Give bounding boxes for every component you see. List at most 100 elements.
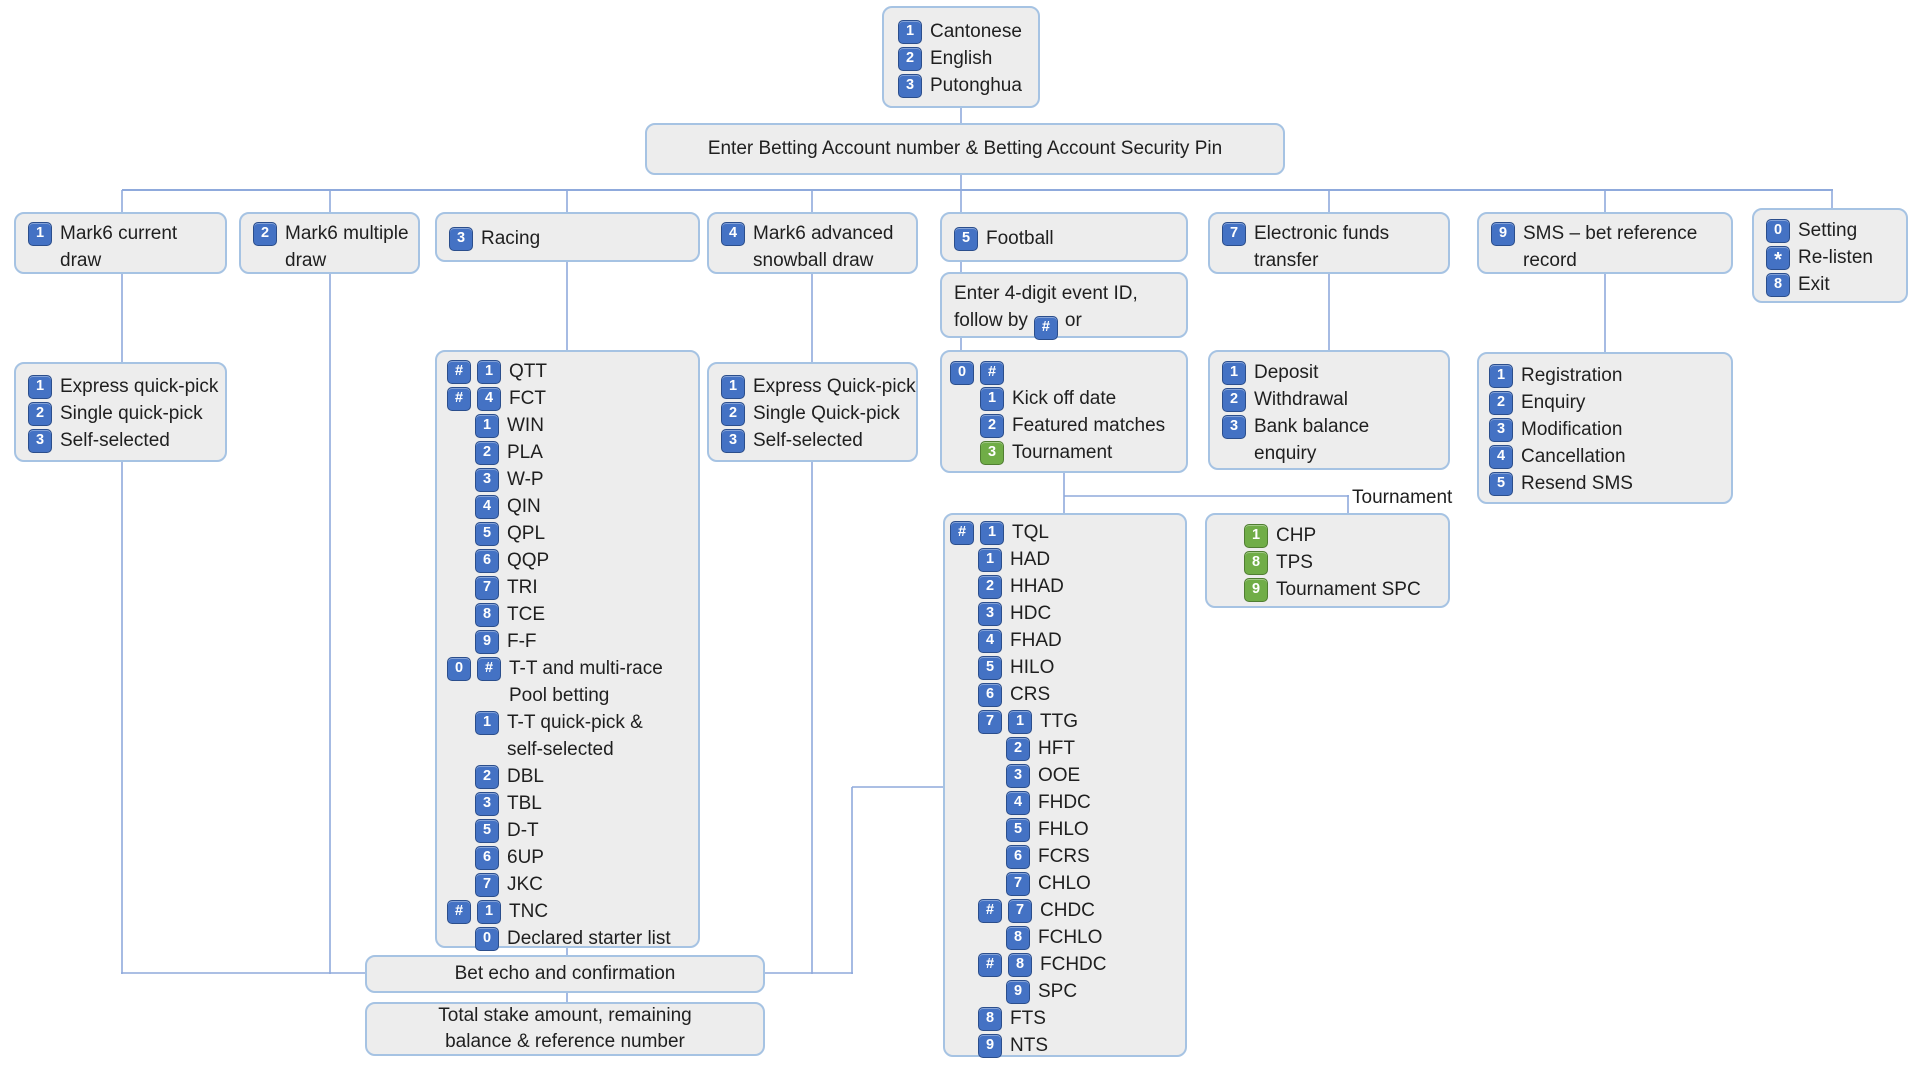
keypad-key-2-icon: 2 [898,47,922,71]
row-label-line1: SPC [1038,981,1078,1002]
keypad-key-9-icon: 9 [475,630,499,654]
row-label-line1: Cancellation [1521,446,1626,467]
keypad-key-6-icon: 6 [475,549,499,573]
row-label-line1: QQP [507,550,550,571]
row-label-line1: Putonghua [930,75,1022,96]
row-label-line1: T-T and multi-race [509,658,663,679]
row-label-line1: HFT [1038,738,1075,759]
event-id-line2-pre: follow by [954,310,1028,331]
row-label-line1: TBL [507,793,542,814]
row-label: FCRS [1038,843,1090,870]
row-label-line1: Enquiry [1521,392,1586,413]
menu-row: 6 QQP [475,547,698,574]
row-label-line1: PLA [507,442,543,463]
row-label: FCHLO [1038,924,1102,951]
keypad-key-1-icon: 1 [980,387,1004,411]
row-label-line1: English [930,48,993,69]
keypad-key-hash-icon: # [950,521,974,545]
keypad-key-2-icon: 2 [1489,391,1513,415]
row-label-line1: NTS [1010,1035,1048,1056]
row-label: CHDC [1040,897,1095,924]
row-label: Single quick-pick [60,400,203,427]
keypad-key-9-icon: 9 [978,1034,1002,1058]
keypad-key-7-icon: 7 [1006,872,1030,896]
row-label: Express Quick-pick [753,373,916,400]
row-label-line1: W-P [507,469,544,490]
row-label-line1: D-T [507,820,539,841]
row-label-line1: TTG [1040,711,1078,732]
keypad-key-1-icon: 1 [721,375,745,399]
keypad-key-6-icon: 6 [475,846,499,870]
row-label-line2: enquiry [1254,443,1317,464]
row-label: W-P [507,466,544,493]
keypad-key-1-icon: 1 [28,375,52,399]
row-label: D-T [507,817,539,844]
menu-row: 1 Express quick-pick [28,373,225,400]
row-label: Registration [1521,362,1622,389]
keypad-key-4-icon: 4 [1489,445,1513,469]
row-label-line1: Mark6 current [60,223,178,244]
keypad-key-5-icon: 5 [1006,818,1030,842]
row-label: TBL [507,790,542,817]
row-label-line1: Re-listen [1798,247,1873,268]
row-label-line2: draw [60,250,102,271]
keypad-key-2-icon: 2 [28,402,52,426]
keypad-key-hash-icon: # [1033,316,1058,340]
row-label: Mark6 current draw [60,220,177,274]
menu-row: 2 Enquiry [1489,389,1731,416]
row-label-line2: transfer [1254,250,1319,271]
keypad-key-0-icon: 0 [475,927,499,951]
keypad-key-1-icon: 1 [1222,361,1246,385]
keypad-key-hash-icon: # [447,900,471,924]
row-label: Withdrawal [1254,386,1348,413]
row-label-line1: F-F [507,631,537,652]
keypad-key-hash-icon: # [978,953,1002,977]
keypad-key-8-icon: 8 [978,1007,1002,1031]
text-line: Total stake amount, remaining [438,1005,692,1026]
row-label-line2: draw [285,250,327,271]
row-label-line1: FHDC [1038,792,1091,813]
row-label-line1: Exit [1798,274,1830,295]
row-label-line1: Tournament SPC [1276,579,1421,600]
box-football-event: Enter 4-digit event ID,follow by#or [940,272,1188,340]
row-label-line1: QTT [509,361,547,382]
row-label: Express quick-pick [60,373,218,400]
row-label: WIN [507,412,544,439]
keypad-key-0-icon: 0 [950,361,974,385]
keypad-key-8-icon: 8 [1766,273,1790,297]
keypad-key-7-icon: 7 [978,710,1002,734]
row-label-line1: Featured matches [1012,415,1166,436]
row-label: FHLO [1038,816,1089,843]
keypad-key-3-icon: 3 [1489,418,1513,442]
row-label-line1: Express Quick-pick [753,376,916,397]
keypad-key-1-icon: 1 [898,20,922,44]
row-label: QIN [507,493,541,520]
menu-row: 9 F-F [475,628,698,655]
